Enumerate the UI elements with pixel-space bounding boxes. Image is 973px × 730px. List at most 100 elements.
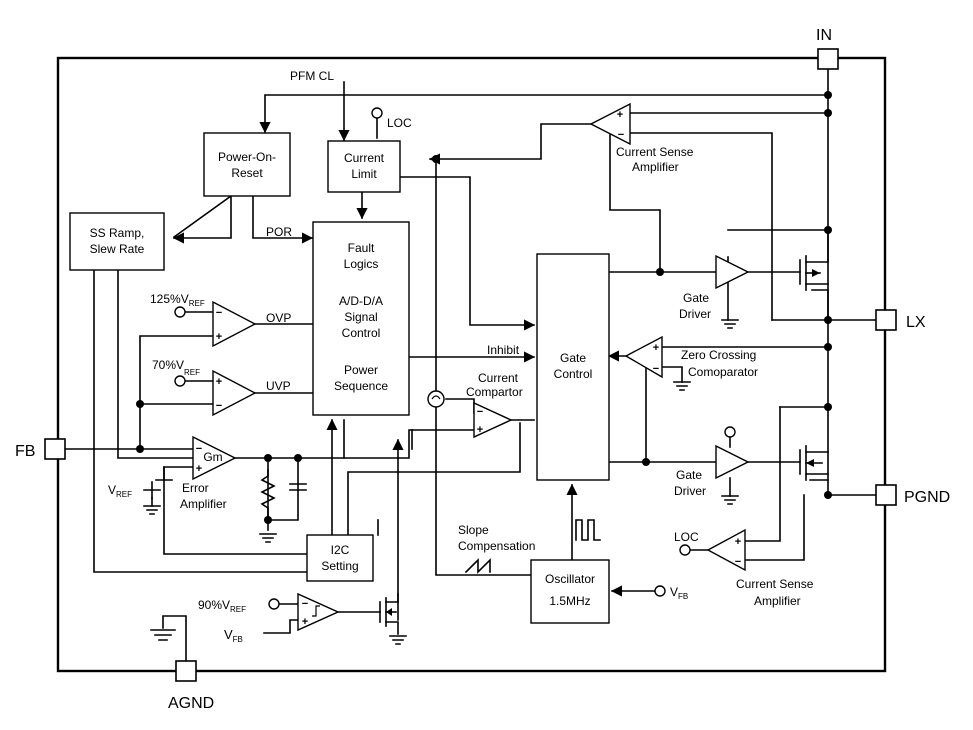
power-good-comparator: − + [297,592,340,632]
ovp-ref-label: 125%VREF [150,292,205,308]
svg-text:−: − [216,400,222,412]
current-sense-amp-top: + − [589,102,631,146]
error-amplifier-line1: Error [182,481,209,495]
svg-text:+: + [653,342,659,354]
svg-text:−: − [653,363,659,375]
pin-in [817,48,839,70]
fault-logics-block: Fault Logics A/D-D/A Signal Control Powe… [312,221,410,416]
svg-text:−: − [196,443,202,455]
sawtooth-icon [464,558,491,574]
i2c-line1: I2C [331,543,350,557]
ovp-label: OVP [266,311,291,325]
gm-label: Gm [203,450,222,464]
high-side-mosfet [799,229,829,291]
ground-icons [143,319,739,645]
vref-label: VREF [108,483,132,499]
junction-dots [136,91,832,524]
error-amplifier-line2: Amplifier [180,497,227,511]
vfb-left-label: VFB [224,627,243,644]
gate-driver-top-line1: Gate [683,291,709,305]
current-comparator: − + [473,401,513,439]
current-sense-amp-top-line1: Current Sense [616,145,694,159]
svg-text:+: + [617,109,623,121]
pin-pgnd [875,484,897,506]
low-side-mosfet [799,445,829,481]
uvp-comparator: + − [212,369,257,417]
fault-logics-line5: Control [342,326,381,340]
power-good-mosfet [379,593,399,635]
ovp-comparator: − + [212,300,257,348]
pin-lx [875,309,897,331]
slope-compensation-line2: Compensation [458,539,535,553]
gate-driver-bottom [715,444,750,480]
ss-ramp-block: SS Ramp, Slew Rate [69,212,165,271]
inhibit-label: Inhibit [487,343,520,357]
svg-text:+: + [196,463,202,475]
pin-fb-label: FB [15,443,35,460]
i2c-line2: Setting [321,559,358,573]
svg-text:−: − [216,307,222,319]
loc-bottom-label: LOC [674,530,699,544]
slope-compensation-line1: Slope [458,523,489,537]
pin-agnd-label: AGND [168,695,214,712]
power-on-reset-block: Power-On- Reset [203,132,291,197]
svg-text:−: − [477,406,483,418]
zero-crossing-line2: Comoparator [688,365,758,379]
svg-text:−: − [302,598,308,610]
current-limit-line1: Current [344,151,385,165]
svg-text:+: + [216,376,222,388]
por-label: POR [266,225,292,239]
oscillator-line1: Oscillator [545,572,595,586]
zero-crossing-line1: Zero Crossing [681,348,756,362]
uvp-label: UVP [266,379,291,393]
fault-logics-line1: Fault [348,241,375,255]
vref-source-icon [143,479,173,499]
vfb-osc-label: VFB [670,585,688,601]
terminal-circles [174,107,736,610]
hysteresis-icon [312,605,320,617]
pin-pgnd-label: PGND [904,489,950,506]
current-sense-amp-bottom: + − [706,528,746,572]
power-on-reset-line2: Reset [231,166,263,180]
current-comparator-line2: Compartor [466,385,523,399]
oscillator-block: Oscillator 1.5MHz [530,559,610,624]
pfm-cl-label: PFM CL [290,69,334,83]
svg-text:−: − [618,129,624,141]
fault-logics-line4: Signal [344,310,377,324]
i2c-block: I2C Setting [306,534,374,582]
svg-text:+: + [477,424,483,436]
loc-top-label: LOC [387,116,412,130]
svg-text:+: + [216,331,222,343]
ss-ramp-line1: SS Ramp, [90,226,145,240]
gate-control-line2: Control [554,367,593,381]
chip-outline [56,56,887,673]
capacitor-icon [289,483,307,491]
ss-ramp-line2: Slew Rate [90,242,145,256]
zero-crossing-comparator: + − [624,335,663,379]
current-comparator-line1: Current [478,371,519,385]
current-source-icon [427,390,445,408]
fault-logics-line7: Sequence [334,379,388,393]
error-amplifier: − + Gm [192,435,237,481]
power-on-reset-line1: Power-On- [218,150,276,164]
uvp-ref-label: 70%VREF [152,358,200,377]
svg-text:+: + [735,536,741,548]
gate-driver-top [715,254,750,290]
svg-text:−: − [735,556,741,568]
gate-control-line1: Gate [560,351,586,365]
current-sense-amp-bottom-line1: Current Sense [736,577,814,591]
current-sense-amp-bottom-line2: Amplifier [754,594,801,608]
current-limit-line2: Limit [351,167,377,181]
pin-in-label: IN [816,27,832,44]
fault-logics-line2: Logics [344,257,379,271]
pin-agnd [175,660,197,682]
gate-driver-bottom-line1: Gate [676,468,702,482]
wires [64,68,879,662]
gate-driver-bottom-line2: Driver [674,484,706,498]
pg-ref-label: 90%VREF [198,598,246,614]
gate-driver-top-line2: Driver [679,307,711,321]
pin-fb [44,438,66,460]
svg-text:+: + [302,616,308,628]
oscillator-line2: 1.5MHz [549,594,590,608]
